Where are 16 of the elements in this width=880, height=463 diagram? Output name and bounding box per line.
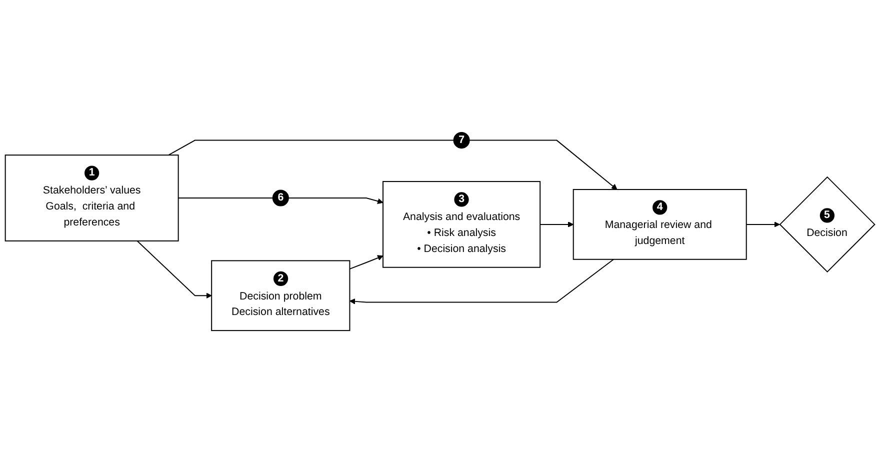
arrow: [746, 222, 780, 228]
node-circle: 6: [272, 190, 289, 206]
node-box: 4 Managerial review and judgement: [572, 189, 747, 260]
connector: [168, 140, 454, 156]
node-box: 3 Analysis and evaluations • Risk analysis • Decision analysis: [382, 181, 541, 268]
node-diamond: 5 Decision: [779, 176, 876, 273]
arrow: [349, 258, 614, 304]
arrow: [288, 198, 384, 204]
arrow: [136, 240, 212, 299]
node-circle: 7: [453, 132, 470, 149]
arrow: [349, 255, 384, 270]
node-box: 1 Stakeholders’ values Goals, criteria and preferences: [4, 154, 179, 242]
node-box: 2 Decision problem Decision alternatives: [211, 260, 350, 332]
arrow: [540, 222, 574, 228]
arrow: [469, 140, 618, 190]
connector: [178, 198, 274, 199]
